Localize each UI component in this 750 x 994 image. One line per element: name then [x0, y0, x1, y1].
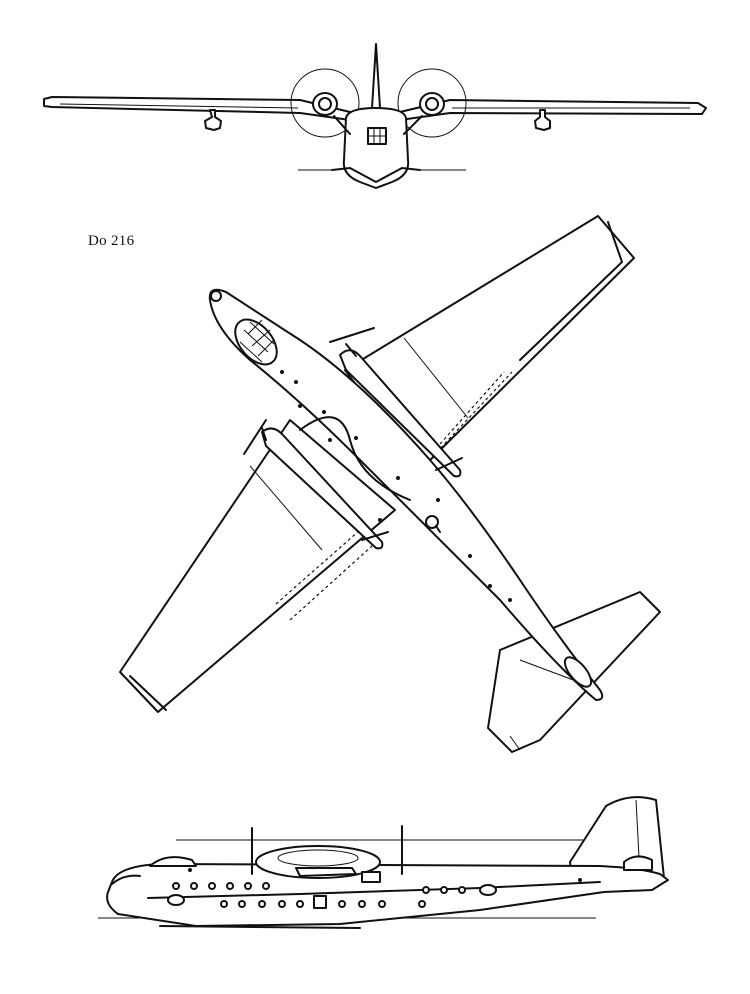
- front-right-wing: [399, 99, 707, 121]
- side-engine-nacelle: [255, 845, 381, 879]
- side-hull: [106, 863, 669, 927]
- top-tail-turret: [563, 656, 593, 688]
- top-view: [119, 215, 661, 753]
- side-view: [98, 796, 669, 929]
- aircraft-designation-label: Do 216: [88, 233, 135, 249]
- top-lower-wing: [119, 419, 396, 713]
- front-right-float: [534, 109, 551, 131]
- top-right-engine: [339, 349, 462, 478]
- side-gun-blister: [167, 894, 185, 906]
- side-door: [313, 895, 327, 909]
- front-left-wing: [43, 96, 351, 121]
- front-left-propeller-disc: [290, 68, 360, 138]
- front-right-propeller-disc: [397, 68, 467, 138]
- side-cockpit: [149, 856, 197, 867]
- side-rear-blister: [479, 884, 497, 896]
- top-fuselage: [208, 288, 604, 701]
- front-hull: [342, 107, 410, 189]
- front-left-float: [204, 109, 222, 131]
- top-left-engine: [261, 427, 384, 550]
- front-view: [43, 43, 707, 189]
- front-fin: [371, 43, 381, 109]
